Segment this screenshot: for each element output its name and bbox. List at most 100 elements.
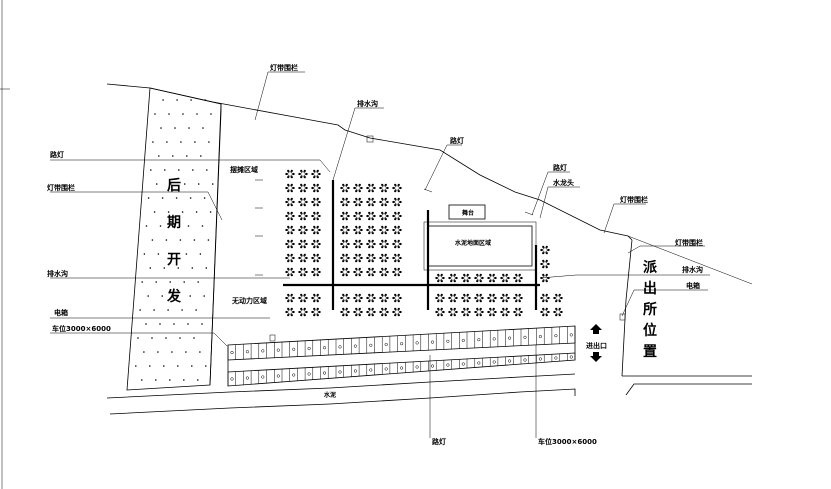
stall (553, 293, 563, 303)
stall (311, 293, 321, 303)
northeast-road-edge (627, 235, 753, 285)
stall (379, 183, 389, 193)
hatch-dot (147, 197, 150, 199)
stall (366, 197, 376, 207)
stall (366, 307, 376, 317)
parking-marker (292, 347, 296, 351)
stall (311, 183, 321, 193)
stall (379, 307, 389, 317)
stall (285, 211, 295, 221)
hatch-dot (190, 99, 192, 101)
hatch-dot (196, 113, 198, 115)
label-light-rail-right2: 灯带围栏 (675, 238, 703, 247)
stall (379, 239, 389, 249)
label-no-power-zone: 无动力区域 (231, 296, 267, 305)
parking-strip (227, 325, 576, 387)
hatch-dot (141, 379, 143, 381)
stall (379, 211, 389, 221)
stall (461, 307, 471, 317)
hatch-dot (187, 225, 190, 227)
hatch-dot (145, 323, 147, 325)
hatch-dot (163, 365, 165, 367)
hatch-dot (150, 169, 152, 171)
hatch-dot (157, 351, 159, 353)
stall (448, 273, 458, 283)
hatch-dot (183, 281, 185, 283)
stall (311, 239, 321, 249)
parking-marker (400, 366, 404, 370)
stall (392, 253, 402, 263)
stall (311, 225, 321, 235)
stall (285, 307, 295, 317)
entrance-arrow-down[interactable] (590, 356, 602, 362)
hatch-dot (185, 351, 187, 353)
stall (340, 197, 350, 207)
stall (311, 197, 321, 207)
hatch-dot (192, 169, 194, 171)
stall (379, 267, 389, 277)
east-boundary (625, 239, 633, 301)
hatch-dot (206, 169, 208, 171)
stall (298, 253, 308, 263)
stall (366, 211, 376, 221)
hatch-dot (160, 127, 162, 129)
hatch-dot (193, 337, 195, 339)
label-electric-box-left: 电箱 (54, 308, 68, 317)
hatch-dot (187, 323, 189, 325)
stall (448, 293, 458, 303)
stall (500, 307, 510, 317)
hatch-dot (191, 267, 194, 269)
stall (379, 293, 389, 303)
parking-marker (446, 363, 450, 367)
parking-marker (338, 370, 342, 374)
hatch-dot (159, 225, 162, 227)
stall (340, 239, 350, 249)
stall (340, 183, 350, 193)
parking-marker (230, 350, 234, 355)
hatch-dot (176, 99, 178, 101)
stall (474, 293, 484, 303)
hatch-dot (149, 365, 151, 367)
stall (353, 211, 363, 221)
hatch-dot (153, 211, 156, 213)
hatch-dot (179, 337, 181, 339)
entrance-arrow-up[interactable] (590, 324, 602, 330)
hatch-dot (173, 323, 175, 325)
hatch-dot (171, 253, 174, 255)
hatch-dot (165, 239, 168, 241)
stall (311, 169, 321, 179)
parking-marker (415, 341, 419, 345)
parking-marker (477, 361, 481, 365)
hatch-dot (161, 295, 163, 297)
parking-marker (523, 335, 527, 339)
stall (285, 293, 295, 303)
stall (353, 307, 363, 317)
hatch-dot (195, 309, 197, 311)
east-boundary-lower (621, 299, 627, 377)
label-hydrant: 水龙头 (553, 178, 574, 187)
stall (298, 293, 308, 303)
hatch-dot (183, 379, 185, 381)
hatch-dot (202, 127, 204, 129)
hatch-dots (135, 99, 214, 381)
stall (311, 211, 321, 221)
hatch-dot (163, 267, 166, 269)
stall (311, 253, 321, 263)
hatch-dot (139, 309, 141, 311)
hatch-dot (179, 239, 182, 241)
hatch-dot (171, 351, 173, 353)
police-station-char: 所 (643, 301, 657, 318)
hatch-dot (211, 183, 214, 185)
stall (353, 197, 363, 207)
stall (461, 273, 471, 283)
parking-marker (322, 346, 327, 350)
stall (392, 307, 402, 317)
stall (540, 293, 550, 303)
hatch-dot (169, 183, 172, 185)
stall (285, 169, 295, 179)
stall (353, 239, 363, 249)
stall (392, 293, 402, 303)
hatch-dot (194, 141, 196, 143)
